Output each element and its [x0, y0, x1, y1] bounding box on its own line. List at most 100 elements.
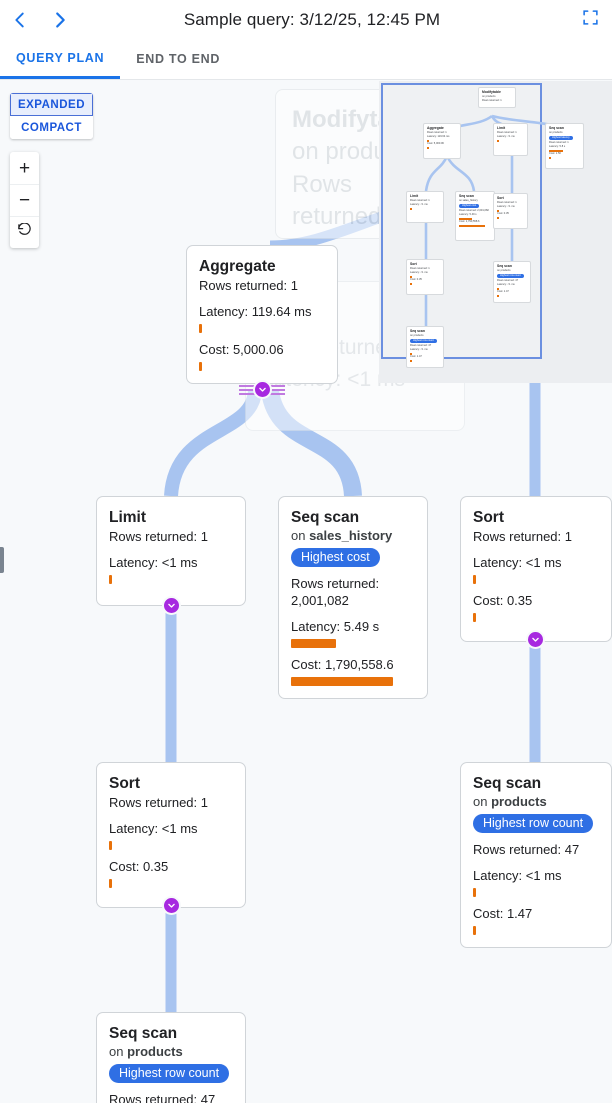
collapse-toggle-sort-left[interactable] [164, 898, 179, 913]
edge-aggregate-to-limit [164, 389, 262, 497]
cost-bar [473, 613, 476, 623]
minimap-node-latency: Latency: <1 ms [497, 135, 515, 139]
minimap-node-latency: Latency: <1 ms [497, 205, 515, 209]
minimap-node-title: Modifytable [482, 90, 501, 94]
node-rows: Rows returned: 47 [109, 1092, 216, 1103]
zoom-controls[interactable]: + − [10, 152, 39, 248]
node-rows: Rows returned: 1 [199, 278, 298, 294]
mode-option-compact[interactable]: COMPACT [10, 116, 93, 139]
table-name: products [127, 1044, 183, 1060]
node-title: Sort [109, 775, 140, 792]
node-latency: Latency: 5.49 s [291, 619, 380, 635]
tab-bar: QUERY PLAN END TO END [0, 40, 612, 80]
minimap-node: Limit Rows returned: 1 Latency: <1 ms [406, 191, 444, 223]
plan-node-seqscan-sales-history[interactable]: Seq scan on sales_history Highest cost R… [278, 496, 428, 699]
node-cost: Cost: 0.35 [473, 593, 533, 609]
minimap-node: Modifytable on products Rows returned: 1 [478, 87, 516, 108]
minimap-node: Seq scan on products Highest latency Row… [545, 123, 584, 169]
minimap-node-cost: Cost: 1.47 [410, 355, 422, 359]
node-cost: Cost: 5,000.06 [199, 342, 284, 358]
minimap-node-title: Aggregate [427, 126, 444, 130]
node-relation: on sales_history [291, 528, 415, 543]
node-latency: Latency: <1 ms [109, 821, 198, 837]
minimap-node: Seq scan on sales_history Highest cost R… [455, 191, 495, 241]
collapse-toggle-aggregate[interactable] [255, 382, 270, 397]
minimap-node-title: Limit [497, 126, 506, 130]
tab-query-plan[interactable]: QUERY PLAN [0, 39, 121, 79]
reset-view-button[interactable] [10, 216, 39, 248]
node-latency: Latency: <1 ms [473, 868, 562, 884]
minimap-node-rows: Rows returned: 47 [497, 279, 519, 283]
minimap-node-sub: on sales_history [459, 199, 478, 203]
cost-bar [199, 362, 202, 372]
minimap-node-sub: on products [549, 131, 563, 135]
node-cost: Cost: 1,790,558.6 [291, 657, 394, 673]
back-button[interactable] [0, 0, 40, 40]
mode-option-expanded[interactable]: EXPANDED [10, 93, 93, 116]
plan-node-seqscan-products-bottom[interactable]: Seq scan on products Highest row count R… [96, 1012, 246, 1103]
plan-node-seqscan-products-right[interactable]: Seq scan on products Highest row count R… [460, 762, 612, 949]
node-title: Limit [109, 509, 147, 526]
minimap[interactable]: Modifytable on products Rows returned: 1… [379, 81, 612, 383]
plan-node-limit[interactable]: Limit Rows returned: 1 Latency: <1 ms [96, 496, 246, 606]
page-title: Sample query: 3/12/25, 12:45 PM [183, 10, 441, 29]
plan-node-sort-left[interactable]: Sort Rows returned: 1 Latency: <1 ms Cos… [96, 762, 246, 908]
plan-node-aggregate[interactable]: Aggregate Rows returned: 1 Latency: 119.… [186, 245, 338, 385]
reset-icon [17, 222, 32, 242]
minimap-node: Aggregate Rows returned: 1 Latency: 119.… [423, 123, 461, 159]
latency-bar [199, 324, 202, 334]
minimap-node-latency: Latency: <1 ms [410, 203, 428, 207]
minimap-node-cost: Cost: 0.35 [497, 212, 509, 216]
minimap-node-badge: Highest row count [497, 273, 524, 279]
minimap-node-cost: Cost: 0.35 [410, 278, 422, 282]
minimap-node: Seq scan on products Highest row count R… [406, 326, 444, 368]
node-title: Seq scan [291, 509, 360, 526]
cost-bar [291, 676, 393, 686]
minimap-node-sub: on products [482, 95, 496, 99]
minimap-node-rows: Rows returned: 1 [482, 99, 502, 103]
plan-node-sort-right[interactable]: Sort Rows returned: 1 Latency: <1 ms Cos… [460, 496, 612, 642]
node-rows: Rows returned: 1 [109, 795, 208, 811]
minimap-node-title: Seq scan [497, 264, 512, 268]
zoom-out-button[interactable]: − [10, 184, 39, 216]
minimap-node-rows: Rows returned: 1 [410, 199, 430, 203]
node-rows: Rows returned: 47 [473, 842, 580, 858]
on-prefix: on [291, 528, 310, 544]
minimap-node: Sort Rows returned: 1 Latency: <1 ms Cos… [493, 193, 528, 229]
latency-bar [109, 575, 112, 585]
zoom-in-button[interactable]: + [18, 157, 31, 179]
minimap-node-latency: Latency: <1 ms [410, 348, 428, 352]
node-title: Seq scan [473, 775, 542, 792]
latency-bar [473, 575, 476, 585]
node-cost: Cost: 0.35 [109, 859, 169, 875]
minimap-node-title: Limit [410, 194, 419, 198]
minimap-node-latency: Latency: <1 ms [410, 271, 428, 275]
cost-bar [109, 879, 112, 889]
panel-resize-handle[interactable] [0, 547, 4, 573]
minimap-node-sub: on products [497, 269, 511, 273]
forward-button[interactable] [40, 0, 80, 40]
minimap-node-latency: Latency: 5.8 s [549, 145, 566, 149]
collapse-toggle-limit[interactable] [164, 598, 179, 613]
status-badge-highest-cost: Highest cost [291, 548, 380, 568]
node-relation: on products [473, 794, 599, 809]
status-badge-highest-row-count: Highest row count [109, 1064, 230, 1084]
fullscreen-button[interactable] [568, 0, 612, 40]
minimap-node-cost: Cost: 1.47 [497, 290, 509, 294]
node-latency: Latency: <1 ms [473, 555, 562, 571]
chevron-right-icon [49, 9, 71, 31]
on-prefix: on [109, 1044, 128, 1060]
display-mode-toggle[interactable]: EXPANDED COMPACT [10, 93, 93, 139]
fullscreen-icon [582, 9, 599, 31]
tab-end-to-end[interactable]: END TO END [136, 52, 221, 66]
table-name: sales_history [309, 528, 393, 544]
watermark-line-3: Rows returned [292, 170, 382, 231]
minimap-node-rows: Rows returned: 47 [410, 344, 432, 348]
minimap-node-rows: Rows returned: 2,001,082 [459, 209, 489, 213]
minimap-node: Sort Rows returned: 1 Latency: <1 ms Cos… [406, 259, 444, 295]
plan-canvas[interactable]: Modifytable on products Rows returned Li… [0, 81, 612, 1103]
minimap-node-title: Seq scan [549, 126, 564, 130]
collapse-toggle-sort-right[interactable] [528, 632, 543, 647]
minimap-node-title: Seq scan [459, 194, 474, 198]
